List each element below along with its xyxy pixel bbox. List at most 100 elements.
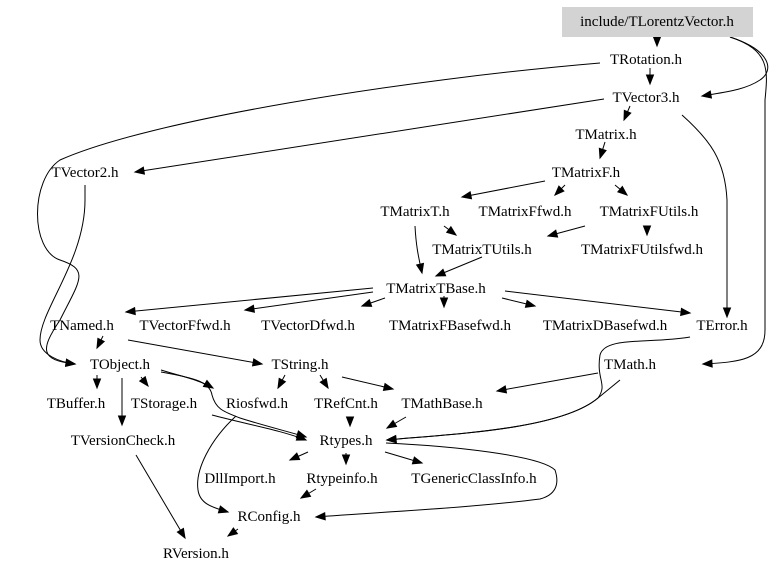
node-TStorage[interactable]: TStorage.h [131, 396, 198, 412]
node-TMatrixDBasefwd[interactable]: TMatrixDBasefwd.h [543, 318, 668, 334]
arrowhead-icon [642, 225, 652, 237]
node-TGenericClassInfo[interactable]: TGenericClassInfo.h [411, 471, 537, 487]
arrowhead-icon [439, 297, 449, 309]
edge-TStorage-to-Rtypes [211, 414, 308, 441]
node-label: TMatrixFUtilsfwd.h [581, 242, 704, 258]
node-label: TMatrixF.h [552, 165, 621, 181]
arrowhead-icon [524, 299, 537, 308]
node-TVector3[interactable]: TVector3.h [612, 90, 680, 106]
edge-TMathBase-to-Rtypes [385, 416, 407, 429]
node-TMathBase[interactable]: TMathBase.h [401, 396, 483, 412]
arrowhead-icon [124, 306, 136, 316]
node-label: TMatrixFBasefwd.h [389, 318, 512, 334]
arrowhead-icon [299, 489, 312, 499]
edge-TLorentzVector-to-TMath [701, 36, 767, 368]
node-TRotation[interactable]: TRotation.h [610, 52, 683, 68]
edge-line [386, 336, 691, 441]
arrowhead-icon [415, 262, 425, 275]
node-label: include/TLorentzVector.h [580, 14, 734, 30]
arrowhead-icon [138, 375, 149, 388]
edge-TRefCnt-to-Rtypes [345, 416, 355, 428]
node-Rtypes[interactable]: Rtypes.h [320, 433, 373, 449]
edge-TObject-to-TVersionCheck [117, 378, 127, 427]
node-label: TVector3.h [612, 90, 680, 106]
node-TMatrixF[interactable]: TMatrixF.h [552, 165, 621, 181]
node-TBuffer[interactable]: TBuffer.h [47, 396, 106, 412]
arrowhead-icon [385, 434, 397, 444]
node-RConfig[interactable]: RConfig.h [238, 509, 301, 525]
edge-line [127, 339, 263, 365]
arrowhead-icon [251, 358, 264, 367]
node-label: TBuffer.h [47, 396, 106, 412]
edge-TString-to-TMathBase [341, 376, 395, 391]
node-TMatrix[interactable]: TMatrix.h [575, 127, 637, 143]
edge-line [244, 291, 374, 311]
node-TMath[interactable]: TMath.h [604, 357, 657, 373]
node-Rtypeinfo[interactable]: Rtypeinfo.h [306, 471, 378, 487]
node-TVectorFfwd[interactable]: TVectorFfwd.h [139, 318, 231, 334]
edge-TMath-to-Rtypes [385, 379, 621, 444]
node-label: TObject.h [90, 357, 151, 373]
node-Riosfwd[interactable]: Riosfwd.h [226, 396, 289, 412]
node-TString[interactable]: TString.h [271, 357, 329, 373]
edge-TVersionCheck-to-RVersion [135, 454, 186, 540]
node-label: TNamed.h [50, 318, 114, 334]
edge-line [496, 372, 599, 392]
edge-TMatrixTUtils-to-TMatrixTBase [434, 256, 483, 277]
edge-line [160, 371, 307, 438]
node-TObject[interactable]: TObject.h [90, 357, 151, 373]
edge-line [134, 98, 605, 173]
edge-line [386, 379, 621, 441]
node-label: TError.h [696, 318, 748, 334]
edge-line [701, 36, 769, 97]
node-RVersion[interactable]: RVersion.h [163, 546, 229, 562]
node-DllImport[interactable]: DllImport.h [204, 471, 276, 487]
arrowhead-icon [243, 304, 255, 313]
arrowhead-icon [382, 382, 395, 391]
node-TRefCnt[interactable]: TRefCnt.h [314, 396, 378, 412]
node-TVersionCheck[interactable]: TVersionCheck.h [71, 433, 176, 449]
node-TMatrixFUtilsfwd[interactable]: TMatrixFUtilsfwd.h [581, 242, 704, 258]
edge-TLorentzVector-to-TRotation [652, 36, 662, 48]
edge-TMatrixTBase-to-TVectorDfwd [360, 297, 386, 307]
node-TMatrixFUtils[interactable]: TMatrixFUtils.h [600, 204, 699, 220]
node-TMatrixT[interactable]: TMatrixT.h [380, 204, 450, 220]
node-TMatrixFfwd[interactable]: TMatrixFfwd.h [479, 204, 572, 220]
node-TNamed[interactable]: TNamed.h [50, 318, 114, 334]
arrowhead-icon [288, 452, 301, 461]
arrowhead-icon [554, 185, 565, 196]
arrowhead-icon [652, 36, 662, 48]
edge-TLorentzVector-to-TVector3 [700, 36, 769, 99]
node-label: TString.h [271, 357, 329, 373]
node-TMatrixTBase[interactable]: TMatrixTBase.h [386, 281, 486, 297]
node-label: Rtypes.h [320, 433, 373, 449]
edge-TMatrixTBase-to-TMatrixFBasefwd [439, 296, 449, 309]
node-TMatrixTUtils[interactable]: TMatrixTUtils.h [432, 242, 532, 258]
arrowhead-icon [133, 166, 146, 175]
arrowhead-icon [226, 527, 239, 537]
node-TError[interactable]: TError.h [696, 318, 748, 334]
arrowhead-icon [360, 298, 373, 307]
node-TVectorDfwd[interactable]: TVectorDfwd.h [261, 318, 355, 334]
edge-TMath-to-TMathBase [495, 372, 599, 394]
edge-Rtypes-to-RConfig [314, 442, 558, 521]
arrowhead-icon [277, 377, 287, 390]
node-label: Riosfwd.h [226, 396, 289, 412]
edge-TNamed-to-TObject [96, 335, 106, 350]
arrowhead-icon [598, 147, 607, 160]
arrowhead-icon [434, 268, 447, 277]
arrowhead-icon [217, 505, 230, 514]
node-TVector2[interactable]: TVector2.h [51, 165, 119, 181]
arrowhead-icon [546, 229, 559, 238]
edge-RConfig-to-RVersion [226, 527, 239, 537]
edge-TMatrixFUtils-to-TMatrixTUtils [546, 225, 586, 238]
edges-layer [37, 36, 769, 540]
edge-TVector3-to-TMatrix [623, 105, 632, 122]
edge-line [135, 454, 186, 539]
node-label: TGenericClassInfo.h [411, 471, 537, 487]
edge-TNamed-to-TString [127, 339, 264, 367]
node-TLorentzVector[interactable]: include/TLorentzVector.h [562, 7, 753, 37]
node-TMatrixFBasefwd[interactable]: TMatrixFBasefwd.h [389, 318, 512, 334]
arrowhead-icon [445, 225, 458, 236]
